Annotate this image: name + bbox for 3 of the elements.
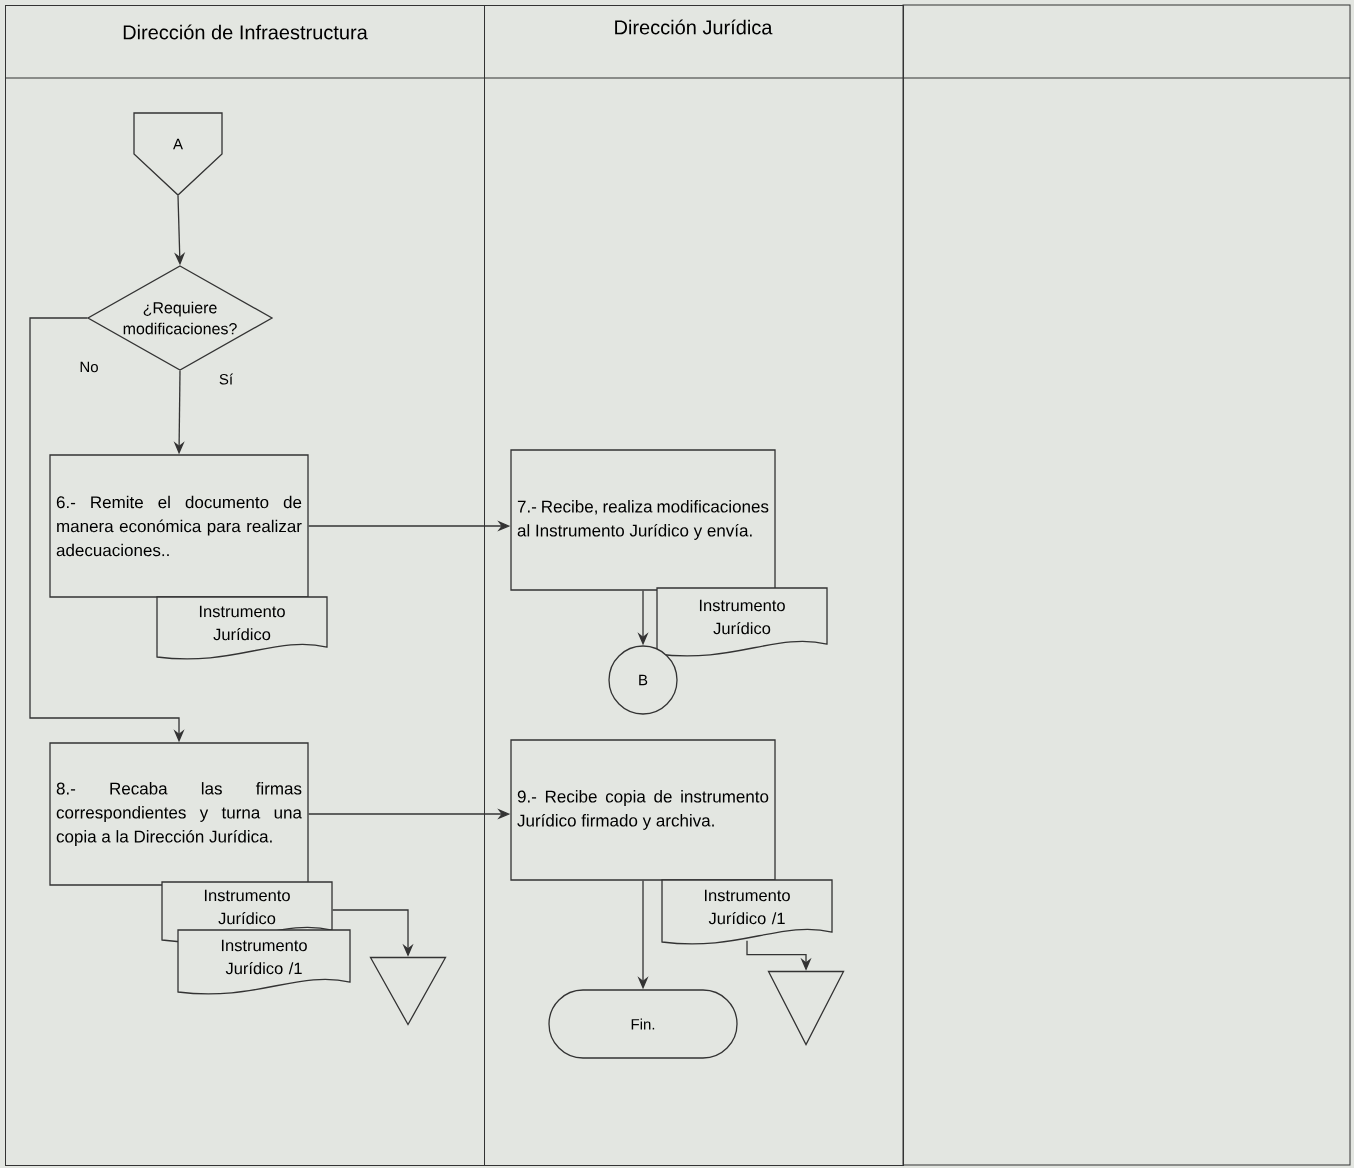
archive-triangle xyxy=(369,956,447,1026)
archive-triangle xyxy=(767,970,845,1046)
offpage-connector: A xyxy=(133,112,223,196)
